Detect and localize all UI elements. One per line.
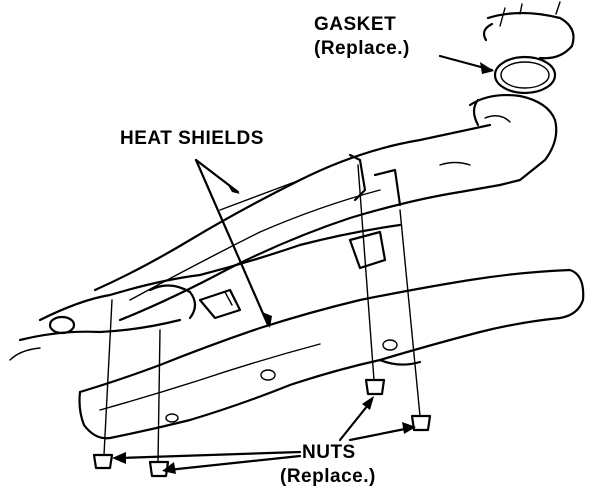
gasket-label: GASKET bbox=[314, 14, 397, 35]
gasket-replace-note: (Replace.) bbox=[314, 38, 410, 59]
studs-and-nuts bbox=[92, 164, 432, 478]
upper-heat-shield bbox=[93, 123, 502, 322]
nut-right-2 bbox=[410, 414, 432, 432]
nut-right-1 bbox=[364, 378, 386, 396]
nut-left-1 bbox=[92, 453, 114, 470]
gasket-ring bbox=[493, 55, 557, 95]
exhaust-pipe-flange bbox=[482, 1, 575, 60]
heat-shields-label: HEAT SHIELDS bbox=[120, 128, 264, 149]
lower-heat-shield bbox=[78, 268, 585, 440]
nuts-replace-note: (Replace.) bbox=[280, 466, 376, 487]
leader-lines bbox=[112, 54, 494, 474]
exhaust-mid-pipe bbox=[9, 223, 402, 361]
nuts-label: NUTS bbox=[302, 442, 356, 463]
nut-left-2 bbox=[148, 460, 170, 478]
pipe-elbow bbox=[468, 93, 558, 187]
